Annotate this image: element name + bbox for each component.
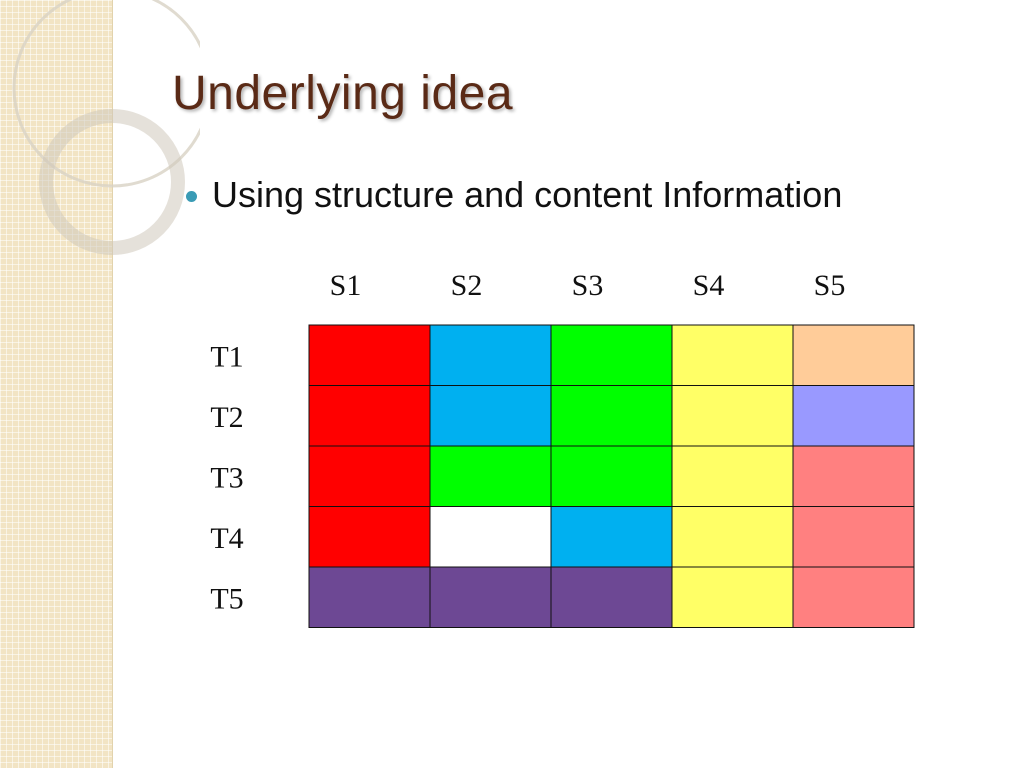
column-header-s3: S3	[572, 269, 604, 302]
bullet-text: Using structure and content Information	[212, 174, 843, 215]
grid-cell-t2-s2	[429, 385, 552, 447]
grid-cell-t2-s3	[550, 385, 673, 447]
row-header-t5: T5	[210, 582, 243, 615]
grid-cell-t1-s3	[550, 324, 673, 386]
bullet-dot-icon	[186, 190, 197, 202]
grid-cell-t4-s4	[671, 506, 794, 568]
grid-cell-t4-s3	[550, 506, 673, 568]
column-header-s5: S5	[814, 269, 846, 302]
grid-cell-t5-s5	[792, 566, 915, 628]
decorative-rings	[12, 0, 200, 255]
grid-cell-t1-s1	[308, 324, 431, 386]
grid-cell-t4-s2	[429, 506, 552, 568]
column-header-s4: S4	[693, 269, 725, 302]
row-header-t3: T3	[210, 461, 243, 494]
grid-cell-t5-s2	[429, 566, 552, 628]
grid-cell-t5-s4	[671, 566, 794, 628]
grid-cell-t3-s2	[429, 445, 552, 507]
decorative-side-strip	[0, 0, 113, 768]
bullet-item: Using structure and content Information	[186, 174, 842, 216]
grid-cell-t3-s5	[792, 445, 915, 507]
grid-cell-t3-s3	[550, 445, 673, 507]
grid-cell-t2-s1	[308, 385, 431, 447]
grid-cell-t5-s3	[550, 566, 673, 628]
grid-cell-t2-s4	[671, 385, 794, 447]
grid-cell-t4-s5	[792, 506, 915, 568]
row-header-t4: T4	[210, 522, 243, 555]
grid-cell-t1-s2	[429, 324, 552, 386]
column-header-s1: S1	[330, 269, 362, 302]
row-header-t1: T1	[210, 340, 243, 373]
grid-cell-t3-s1	[308, 445, 431, 507]
grid-cell-t5-s1	[308, 566, 431, 628]
row-header-t2: T2	[210, 401, 243, 434]
grid-cell-t4-s1	[308, 506, 431, 568]
slide-title: Underlying idea	[172, 67, 514, 120]
grid-cell-t1-s4	[671, 324, 794, 386]
grid-cell-t2-s5	[792, 385, 915, 447]
grid-cell-t3-s4	[671, 445, 794, 507]
grid-cell-t1-s5	[792, 324, 915, 386]
column-header-s2: S2	[451, 269, 483, 302]
